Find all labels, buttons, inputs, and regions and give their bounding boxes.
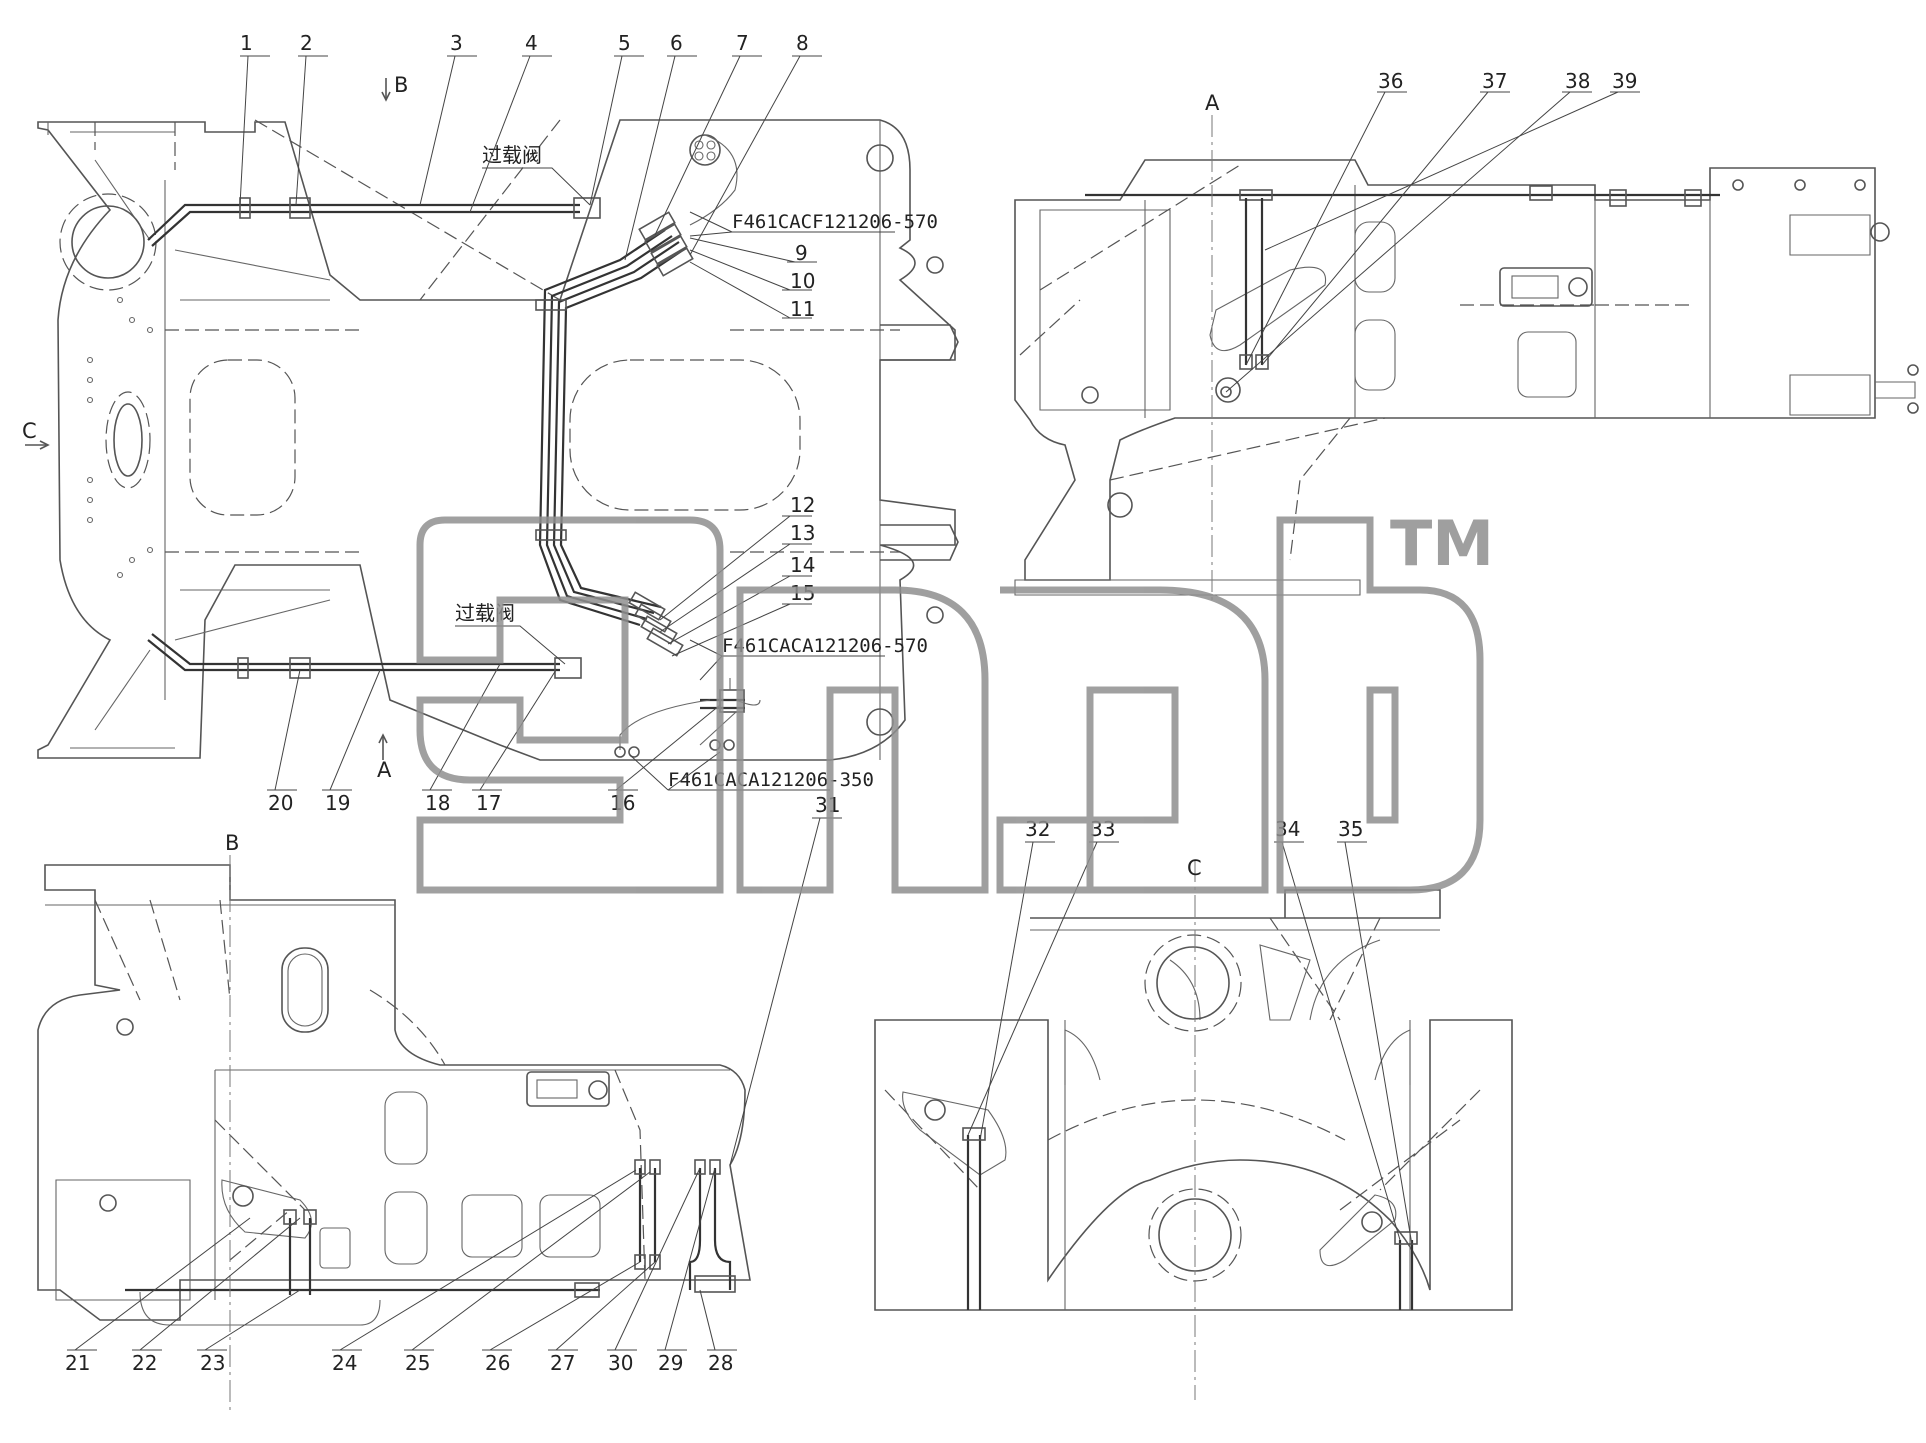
leader-line: [659, 543, 791, 633]
leader-line: [1344, 841, 1413, 1246]
leader-line: [615, 704, 721, 791]
callout-29: 29: [658, 1351, 683, 1375]
leader-line: [555, 1261, 656, 1351]
callout-35: 35: [1338, 817, 1363, 841]
leader-line: [429, 663, 501, 791]
callout-37: 37: [1482, 69, 1507, 93]
leader-line: [659, 515, 791, 621]
callout-6: 6: [670, 31, 683, 55]
callout-10: 10: [790, 269, 815, 293]
callout-2: 2: [300, 31, 313, 55]
callout-18: 18: [425, 791, 450, 815]
leader-line: [689, 261, 791, 319]
callout-5: 5: [618, 31, 631, 55]
callout-22: 22: [132, 1351, 157, 1375]
callout-1: 1: [240, 31, 253, 55]
view-label-c-left: C: [22, 419, 37, 443]
view-label-a-top: A: [1205, 91, 1220, 115]
callout-25: 25: [405, 1351, 430, 1375]
callout-11: 11: [790, 297, 815, 321]
callout-28: 28: [708, 1351, 733, 1375]
leader-line: [667, 575, 791, 645]
callout-14: 14: [790, 553, 815, 577]
leader-line: [74, 1217, 251, 1351]
view-label-a-bottom: A: [377, 758, 392, 782]
leader-line: [204, 1289, 301, 1351]
leader-line: [139, 1217, 301, 1351]
leader-line: [274, 669, 301, 791]
plan-view: B A C 过载阀 过载阀 F461CACF121206-570 F461CAC…: [22, 73, 959, 791]
view-label-c-lower: C: [1187, 856, 1202, 880]
hose-code-upper: F461CACF121206-570: [732, 211, 938, 233]
overload-valve-label-upper: 过载阀: [482, 143, 542, 167]
watermark-tm: TM: [1390, 507, 1494, 580]
callout-leaders: [67, 55, 1640, 1351]
leader-line: [614, 1167, 701, 1351]
view-label-b-lower: B: [225, 831, 239, 855]
leader-line: [689, 237, 796, 263]
callout-36: 36: [1378, 69, 1403, 93]
leader-line: [1281, 841, 1401, 1241]
callout-8: 8: [796, 31, 809, 55]
callout-38: 38: [1565, 69, 1590, 93]
callout-23: 23: [200, 1351, 225, 1375]
leader-line: [411, 1171, 651, 1351]
view-c-elevation: C: [874, 856, 1513, 1400]
hose-code-middle: F461CACA121206-570: [722, 635, 928, 657]
callout-3: 3: [450, 31, 463, 55]
callout-27: 27: [550, 1351, 575, 1375]
callout-20: 20: [268, 791, 293, 815]
leader-line: [624, 55, 676, 261]
leader-line: [339, 1169, 637, 1351]
leader-line: [1264, 91, 1619, 251]
callout-24: 24: [332, 1351, 357, 1375]
hose-code-lower: F461CACA121206-350: [668, 769, 874, 791]
callout-12: 12: [790, 493, 815, 517]
callout-9: 9: [795, 241, 808, 265]
callout-4: 4: [525, 31, 538, 55]
callout-30: 30: [608, 1351, 633, 1375]
leader-line: [1225, 91, 1571, 393]
callout-39: 39: [1612, 69, 1637, 93]
leader-line: [689, 249, 791, 291]
leader-line: [664, 1167, 716, 1351]
leader-line: [295, 55, 307, 206]
overload-valve-label-lower: 过载阀: [455, 601, 515, 625]
leader-line: [1245, 91, 1386, 366]
watermark-logo: TM: [416, 507, 1494, 894]
callout-21: 21: [65, 1351, 90, 1375]
view-b-elevation: B: [37, 831, 751, 1410]
leader-line: [419, 55, 456, 206]
leader-line: [329, 669, 381, 791]
leader-line: [1261, 91, 1489, 366]
leader-line: [469, 55, 531, 213]
leader-line: [671, 603, 791, 657]
leader-line: [689, 55, 801, 256]
leader-line: [699, 1289, 716, 1351]
callout-13: 13: [790, 521, 815, 545]
callout-26: 26: [485, 1351, 510, 1375]
leader-line: [589, 55, 623, 206]
callout-19: 19: [325, 791, 350, 815]
leader-line: [729, 817, 821, 1166]
callout-17: 17: [476, 791, 501, 815]
leader-line: [239, 55, 249, 206]
view-label-b-top: B: [394, 73, 408, 97]
callout-7: 7: [736, 31, 749, 55]
leader-line: [654, 55, 741, 236]
leader-line: [489, 1261, 641, 1351]
